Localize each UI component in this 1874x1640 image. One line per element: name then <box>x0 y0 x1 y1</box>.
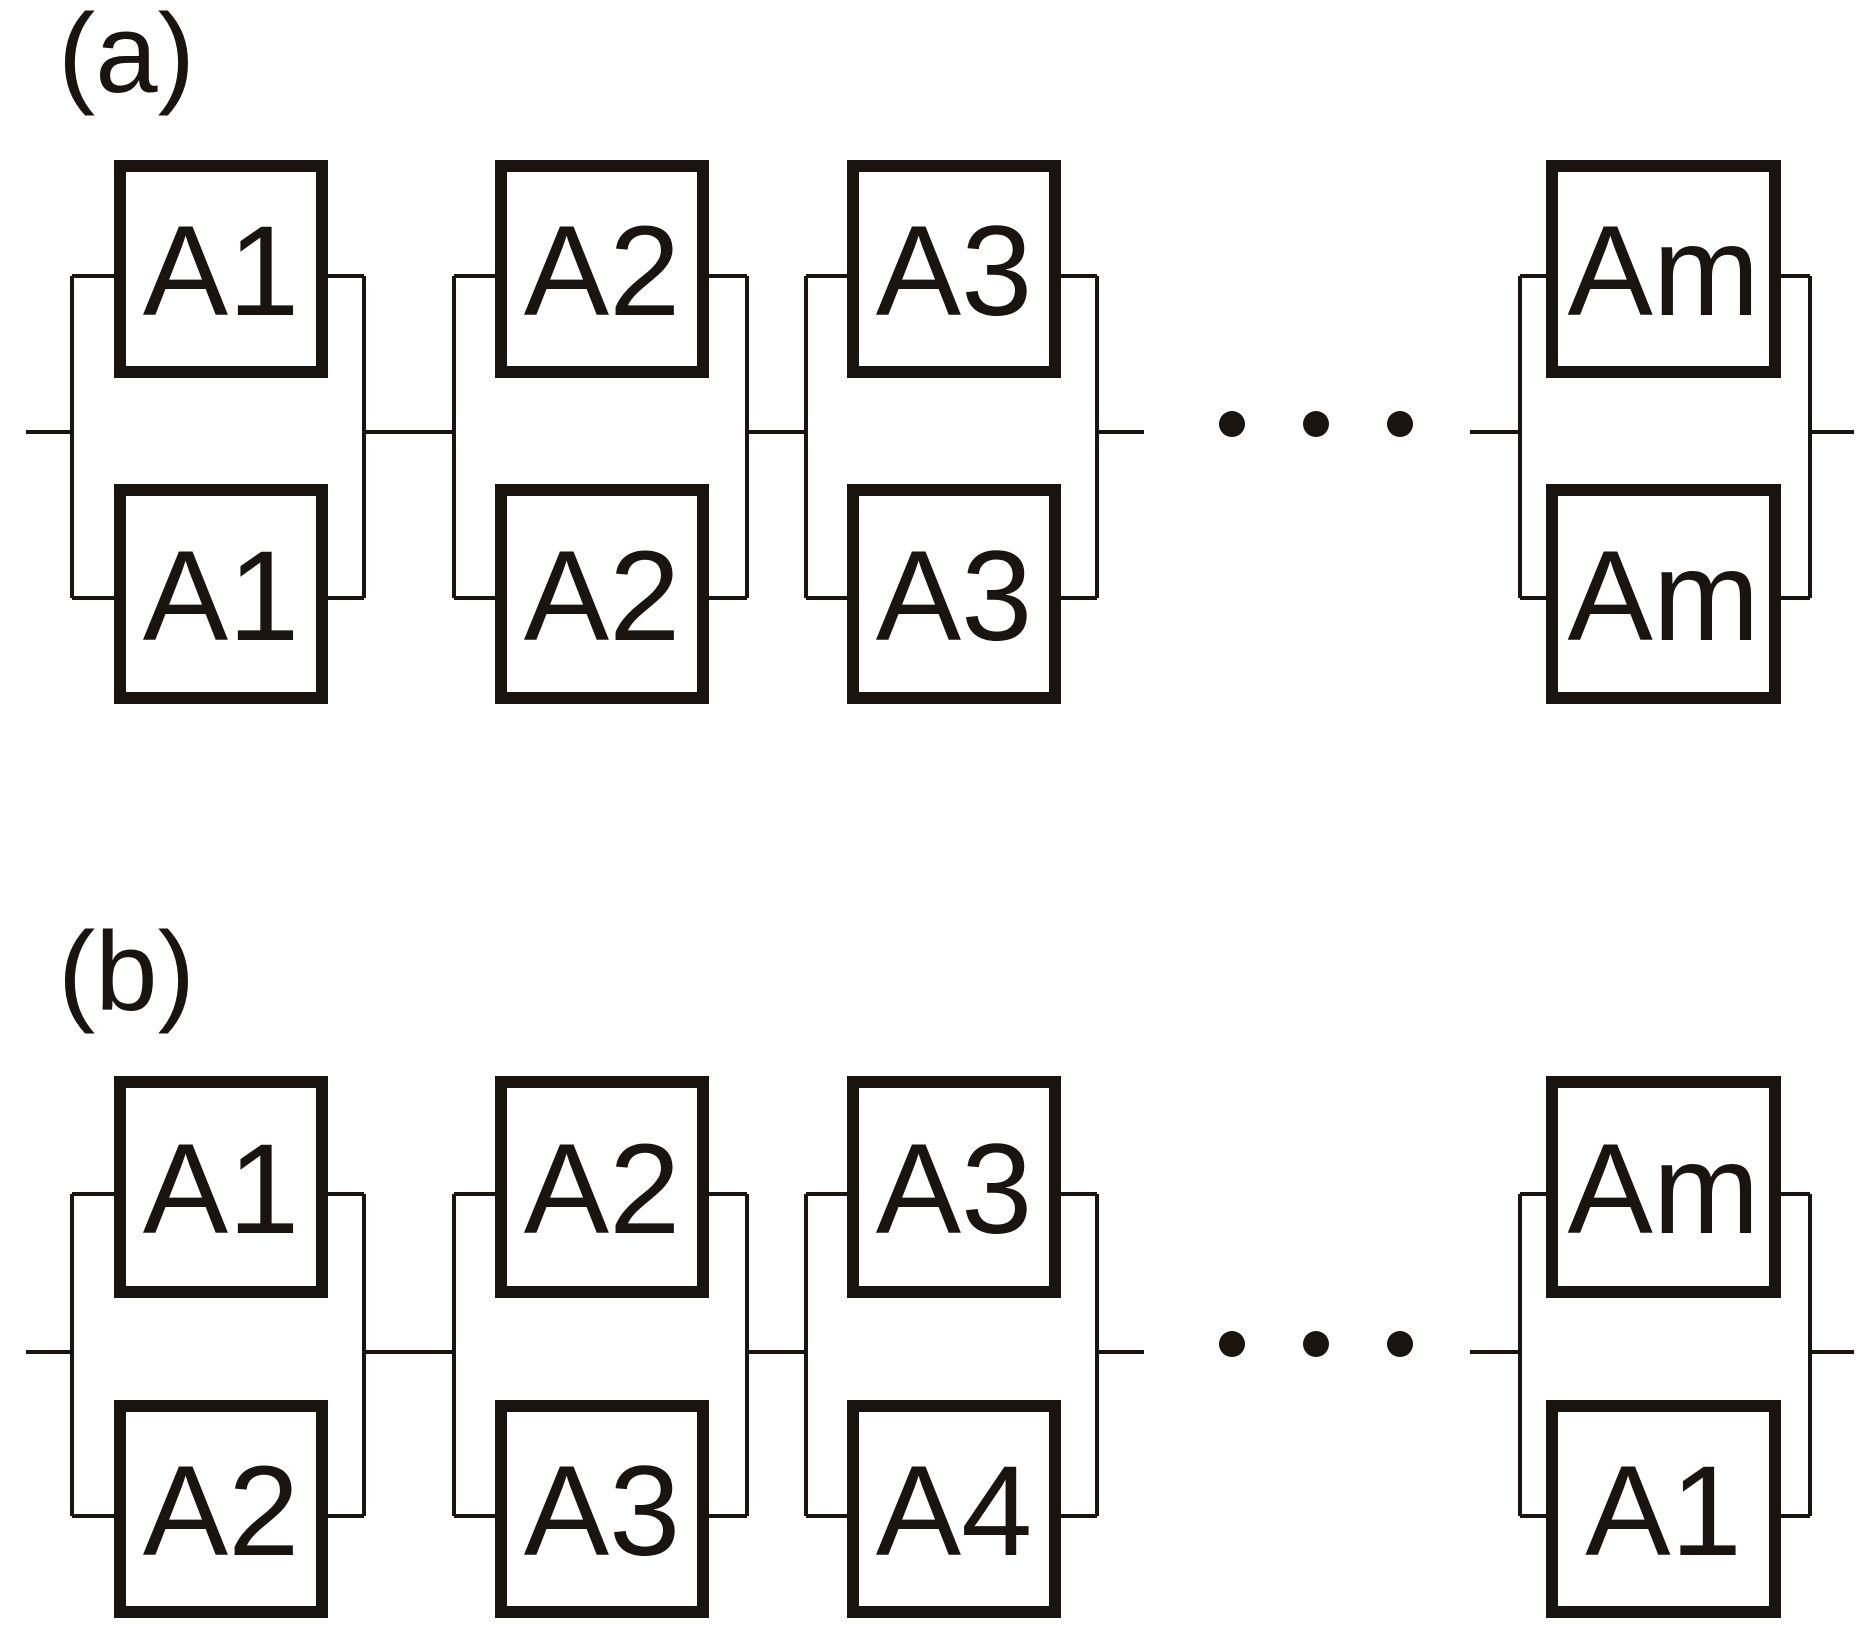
component-label: A3 <box>524 1440 681 1583</box>
component-box-top <box>1546 160 1781 378</box>
ellipsis-dot <box>1303 411 1329 437</box>
component-box-bottom <box>495 484 709 704</box>
component-box-bottom <box>847 1400 1061 1618</box>
component-box-bottom <box>495 1400 709 1618</box>
component-box-top <box>114 1076 328 1298</box>
component-label: Am <box>1568 200 1760 343</box>
component-label: A3 <box>876 1118 1033 1261</box>
component-label: A2 <box>524 525 681 668</box>
component-label: A2 <box>524 1118 681 1261</box>
component-box-top <box>495 160 709 378</box>
component-box-bottom <box>114 1400 328 1618</box>
component-label: A1 <box>143 1118 300 1261</box>
component-box-top <box>847 160 1061 378</box>
panel-label: (a) <box>58 0 195 116</box>
component-label: A3 <box>876 525 1033 668</box>
component-box-bottom <box>1546 1400 1781 1618</box>
component-box-bottom <box>847 484 1061 704</box>
component-box-bottom <box>1546 484 1781 704</box>
panel-label: (b) <box>58 909 195 1034</box>
component-label: A4 <box>876 1440 1033 1583</box>
ellipsis-dot <box>1387 411 1413 437</box>
component-box-top <box>1546 1076 1781 1298</box>
ellipsis-dot <box>1219 1331 1245 1357</box>
component-box-top <box>847 1076 1061 1298</box>
component-label: Am <box>1568 1118 1760 1261</box>
ellipsis-dot <box>1219 411 1245 437</box>
component-label: A2 <box>143 1440 300 1583</box>
ellipsis-dot <box>1387 1331 1413 1357</box>
component-label: Am <box>1568 525 1760 668</box>
component-label: A3 <box>876 200 1033 343</box>
component-box-bottom <box>114 484 328 704</box>
component-box-top <box>114 160 328 378</box>
component-box-top <box>495 1076 709 1298</box>
component-label: A1 <box>1585 1440 1742 1583</box>
component-label: A1 <box>143 525 300 668</box>
component-label: A1 <box>143 200 300 343</box>
ellipsis-dot <box>1303 1331 1329 1357</box>
component-label: A2 <box>524 200 681 343</box>
